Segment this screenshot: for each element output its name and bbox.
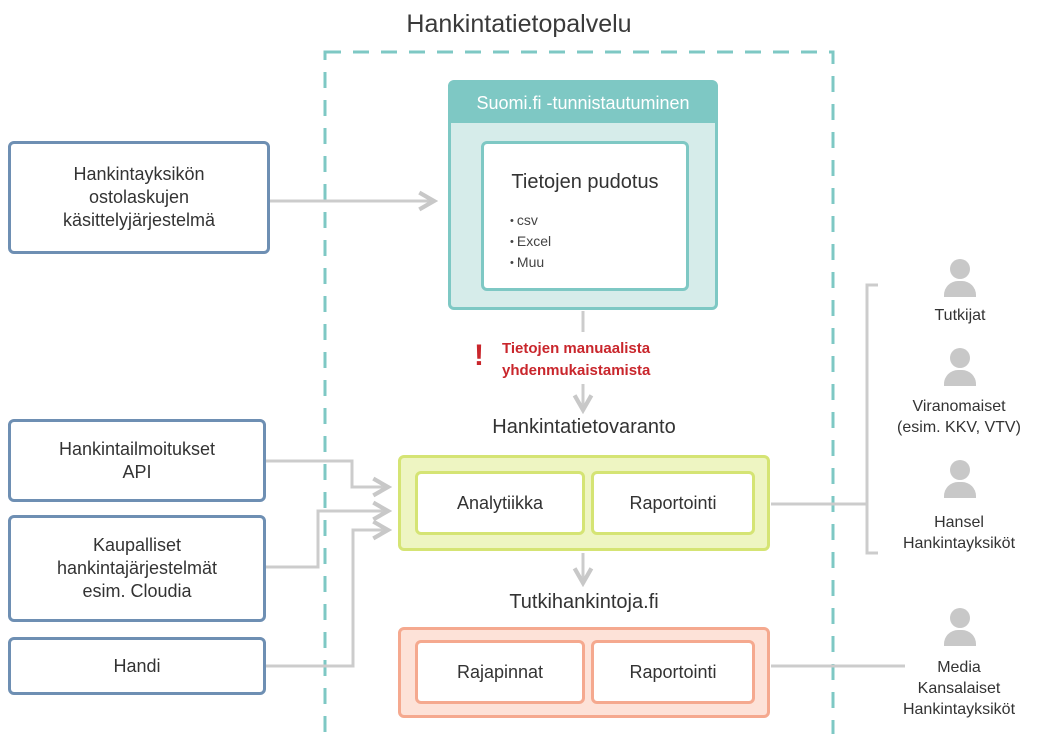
data-drop-box: Tietojen pudotus csv Excel Muu	[481, 141, 689, 291]
varanto-heading: Hankintatietovaranto	[492, 416, 676, 438]
person-icon	[944, 608, 976, 646]
suomi-fi-header: Suomi.fi -tunnistautuminen	[451, 83, 715, 123]
source-kaupalliset-line-2: hankintajärjestelmät	[56, 558, 218, 578]
varanto-box: Analytiikka Raportointi	[398, 455, 770, 551]
page-title: Hankintatietopalvelu	[406, 10, 632, 38]
user-hansel: Hansel Hankintayksiköt	[880, 512, 1038, 554]
user-media-line-2: Kansalaiset	[917, 680, 1001, 697]
user-media-line-1: Media	[937, 659, 981, 676]
format-item: Excel	[510, 231, 551, 252]
user-tutkijat: Tutkijat	[890, 305, 1030, 326]
source-ostolasku-line-2: ostolaskujen	[88, 187, 190, 207]
source-ostolasku: Hankintayksikön ostolaskujen käsittelyjä…	[8, 141, 270, 254]
format-item: csv	[510, 210, 551, 231]
source-ilmoitukset-line-2: API	[122, 461, 152, 482]
data-drop-title: Tietojen pudotus	[511, 171, 659, 193]
user-tutkijat-line-1: Tutkijat	[934, 307, 986, 324]
rajapinnat-box: Rajapinnat	[415, 640, 585, 704]
arrow-kaupalliset-to-varanto	[266, 511, 388, 569]
source-handi-label: Handi	[113, 655, 161, 676]
service-boundary-frame	[323, 50, 835, 734]
users-bracket	[865, 283, 878, 555]
tutki-heading: Tutkihankintoja.fi	[509, 591, 659, 613]
source-ilmoitukset: Hankintailmoitukset API	[8, 419, 266, 502]
source-ostolasku-line-1: Hankintayksikön	[73, 164, 205, 184]
source-ostolasku-line-3: käsittelyjärjestelmä	[62, 210, 216, 230]
source-kaupalliset-line-3: esim. Cloudia	[82, 581, 192, 601]
user-viranomaiset-line-2: (esim. KKV, VTV)	[897, 419, 1021, 436]
warning-icon: !	[474, 339, 484, 372]
user-viranomaiset-line-1: Viranomaiset	[912, 398, 1006, 415]
analytiikka-box: Analytiikka	[415, 471, 585, 535]
source-kaupalliset-line-1: Kaupalliset	[92, 535, 182, 555]
source-kaupalliset: Kaupalliset hankintajärjestelmät esim. C…	[8, 515, 266, 622]
warning-line-1: Tietojen manuaalista	[502, 340, 651, 357]
person-icon	[944, 460, 976, 498]
warning-line-2: yhdenmukaistamista	[502, 362, 651, 379]
user-viranomaiset: Viranomaiset (esim. KKV, VTV)	[880, 396, 1038, 438]
user-hansel-line-1: Hansel	[934, 514, 984, 531]
source-handi: Handi	[8, 637, 266, 695]
suomi-fi-box: Suomi.fi -tunnistautuminen Tietojen pudo…	[448, 80, 718, 310]
warning-text: Tietojen manuaalista yhdenmukaistamista	[502, 338, 650, 382]
person-icon	[944, 348, 976, 386]
raportointi-box-tutki: Raportointi	[591, 640, 755, 704]
arrow-handi-to-varanto	[266, 530, 388, 668]
format-item: Muu	[510, 252, 551, 273]
user-media-line-3: Hankintayksiköt	[902, 701, 1016, 718]
user-hansel-line-2: Hankintayksiköt	[902, 535, 1016, 552]
source-ilmoitukset-line-1: Hankintailmoitukset	[58, 438, 216, 459]
data-drop-formats: csv Excel Muu	[510, 210, 551, 273]
person-icon	[944, 259, 976, 297]
user-media: Media Kansalaiset Hankintayksiköt	[880, 657, 1038, 720]
raportointi-box-varanto: Raportointi	[591, 471, 755, 535]
tutki-box: Rajapinnat Raportointi	[398, 627, 770, 718]
arrow-ilmoitukset-to-varanto	[266, 459, 388, 487]
